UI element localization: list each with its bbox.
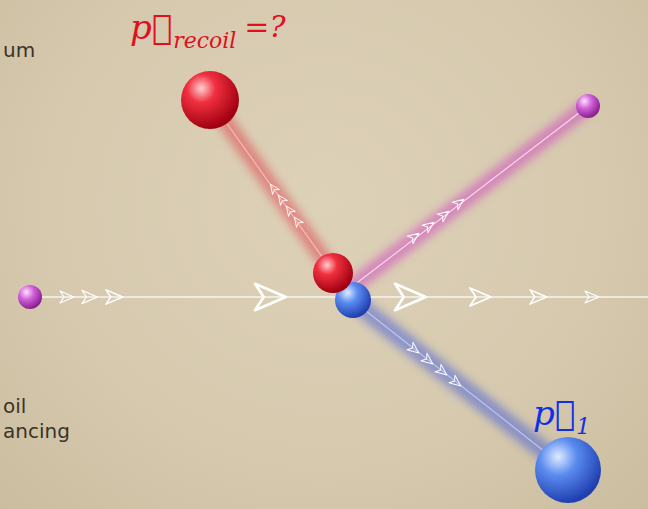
subscript: 1 xyxy=(576,416,590,438)
momentum-symbol: p⃗ xyxy=(130,10,172,44)
particles xyxy=(18,71,601,503)
direction-chevrons xyxy=(60,182,599,390)
cut-text: oil xyxy=(3,396,26,416)
subscript: recoil xyxy=(173,30,236,52)
momentum-symbol: p⃗ xyxy=(533,396,575,430)
unknown-mark: =? xyxy=(244,12,285,42)
cut-text: ancing xyxy=(3,421,70,441)
cut-text: um xyxy=(3,40,35,60)
track-lines xyxy=(30,100,648,470)
beam-glow xyxy=(30,100,648,470)
